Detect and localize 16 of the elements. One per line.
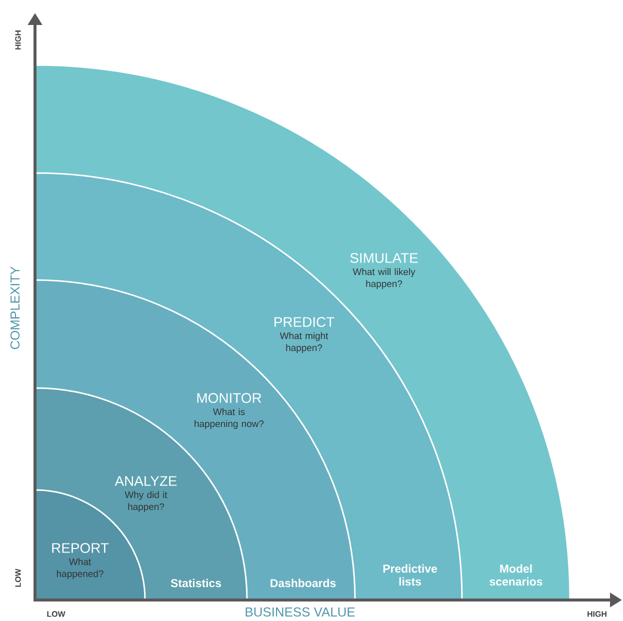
- axis-title: COMPLEXITY: [10, 266, 20, 350]
- example-label: Dashboards: [270, 578, 336, 588]
- band-question: Why did it happen?: [124, 491, 168, 512]
- band-title: REPORT: [52, 543, 109, 553]
- band-title: ANALYZE: [114, 476, 177, 486]
- band-question: What is happening now?: [194, 408, 264, 429]
- band-question: What might happen?: [280, 332, 328, 353]
- band-title: PREDICT: [274, 317, 334, 327]
- band-title: SIMULATE: [350, 253, 418, 263]
- example-label: Model scenarios: [490, 564, 542, 586]
- axis-title: BUSINESS VALUE: [246, 607, 355, 617]
- band-question: What will likely happen?: [352, 268, 416, 289]
- example-label: Predictive lists: [383, 564, 437, 586]
- band-question: What happened?: [56, 558, 104, 579]
- example-label: Statistics: [170, 578, 221, 588]
- band-title: MONITOR: [197, 393, 262, 403]
